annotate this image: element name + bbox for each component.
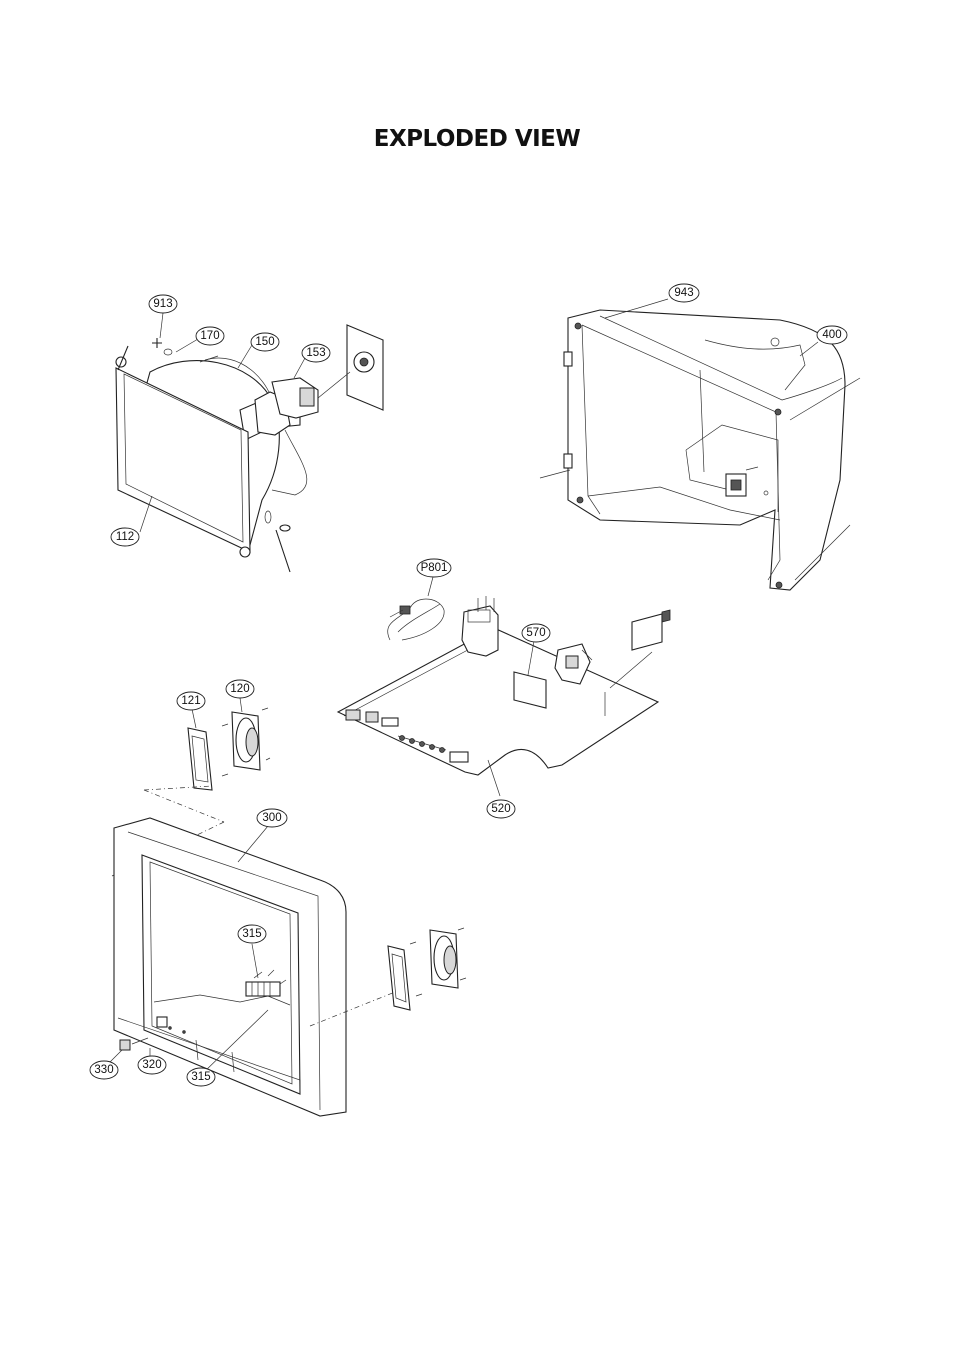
front-cabinet [113,817,347,1117]
svg-text:120: 120 [230,683,249,695]
picture-tube-assembly [115,324,384,573]
page-title: EXPLODED VIEW [373,126,581,152]
main-board [336,596,671,776]
callout-570: 570 [521,623,551,643]
svg-text:121: 121 [181,695,200,707]
callout-300: 300 [256,808,288,828]
svg-text:330: 330 [94,1064,113,1076]
svg-text:315: 315 [242,928,261,940]
callout-120: 120 [225,679,255,699]
svg-text:112: 112 [116,531,134,543]
speaker-left [187,707,271,791]
speaker-right [387,927,467,1011]
callout-315-keys: 315 [237,924,267,944]
callout-153: 153 [301,343,331,363]
callout-112: 112 [110,527,140,547]
callout-400: 400 [816,325,848,345]
callout-p801: P801 [416,558,452,578]
callout-520: 520 [486,799,516,819]
svg-text:913: 913 [153,298,172,310]
svg-text:520: 520 [491,803,510,815]
svg-text:300: 300 [262,812,281,824]
callout-913: 913 [148,294,178,314]
svg-text:P801: P801 [421,562,448,574]
svg-text:150: 150 [255,336,274,348]
callout-315-bottom: 315 [186,1067,216,1087]
callout-320: 320 [137,1055,167,1075]
svg-text:153: 153 [306,347,325,359]
svg-text:170: 170 [200,330,219,342]
svg-text:943: 943 [674,287,693,299]
callout-150: 150 [250,332,280,352]
svg-text:570: 570 [526,627,545,639]
svg-text:400: 400 [822,329,841,341]
callout-943: 943 [668,283,700,303]
callout-330: 330 [89,1060,119,1080]
svg-text:320: 320 [142,1059,161,1071]
back-cover [539,309,861,591]
callout-121: 121 [176,691,206,711]
svg-text:315: 315 [191,1071,210,1083]
callout-170: 170 [195,326,225,346]
